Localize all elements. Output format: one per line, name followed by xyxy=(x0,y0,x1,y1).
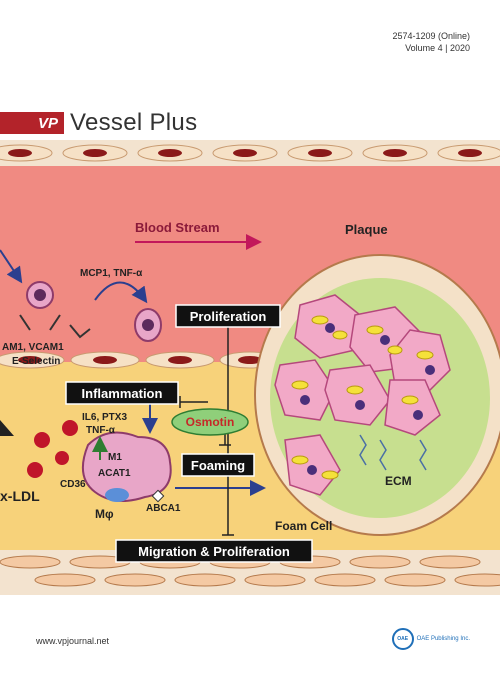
migration-label: Migration & Proliferation xyxy=(138,544,290,559)
proliferation-label: Proliferation xyxy=(190,309,267,324)
volume-text: Volume 4 | 2020 xyxy=(405,43,470,53)
issn-text: 2574-1209 (Online) xyxy=(392,31,470,41)
brand-logo: VP xyxy=(0,112,64,134)
foaming-label: Foaming xyxy=(191,458,245,473)
journal-brand: VP Vessel Plus xyxy=(0,109,198,136)
plaque xyxy=(254,254,500,536)
lower-endothelium xyxy=(0,351,281,369)
recruit-arrow xyxy=(94,281,148,304)
ecm-label: ECM xyxy=(385,474,412,488)
publisher-name: OAE Publishing Inc. xyxy=(416,636,470,642)
mcp1-label: MCP1, TNF-α xyxy=(80,268,143,279)
m1-label: M1 xyxy=(108,452,122,463)
foaming-box: Foaming xyxy=(181,453,255,477)
ox-ldl-particles xyxy=(27,420,78,478)
osmotin-node xyxy=(171,408,249,436)
inflammation-label: Inflammation xyxy=(82,386,163,401)
triangle-marker xyxy=(0,420,14,436)
il6-label-1: IL6, PTX3 xyxy=(82,412,127,423)
adhesion-label-2: E-Selectin xyxy=(12,356,60,367)
journal-title: Vessel Plus xyxy=(70,109,198,136)
cd36-label: CD36 xyxy=(60,479,86,490)
macrophage-label: Mφ xyxy=(95,507,114,521)
ox-ldl-label: x-LDL xyxy=(0,488,40,504)
il6-label-2: TNF-α xyxy=(86,425,116,436)
journal-url[interactable]: www.vpjournal.net xyxy=(36,636,110,646)
adhesion-label-1: AM1, VCAM1 xyxy=(2,342,64,353)
monocyte-cell xyxy=(19,281,91,339)
abca1-label: ABCA1 xyxy=(146,503,181,514)
blood-stream-label: Blood Stream xyxy=(135,220,220,235)
migration-box: Migration & Proliferation xyxy=(115,539,313,563)
plaque-label: Plaque xyxy=(345,222,388,237)
cover-figure-svg: Osmotin Proliferation Inflammation Foami… xyxy=(0,140,500,595)
cover-illustration: Osmotin Proliferation Inflammation Foami… xyxy=(0,140,500,595)
top-endothelium xyxy=(0,140,500,166)
adhered-monocyte xyxy=(134,308,162,342)
migration-arrow xyxy=(0,249,23,284)
foam-cell-label: Foam Cell xyxy=(275,519,332,533)
inflammation-box: Inflammation xyxy=(65,381,179,405)
proliferation-box: Proliferation xyxy=(175,304,281,328)
oae-logo-icon: OAE xyxy=(391,628,414,650)
osmotin-label: Osmotin xyxy=(186,415,235,429)
journal-info: 2574-1209 (Online) Volume 4 | 2020 xyxy=(392,30,470,54)
acat1-label: ACAT1 xyxy=(98,468,131,479)
publisher-logo: OAE OAE Publishing Inc. xyxy=(391,628,470,650)
